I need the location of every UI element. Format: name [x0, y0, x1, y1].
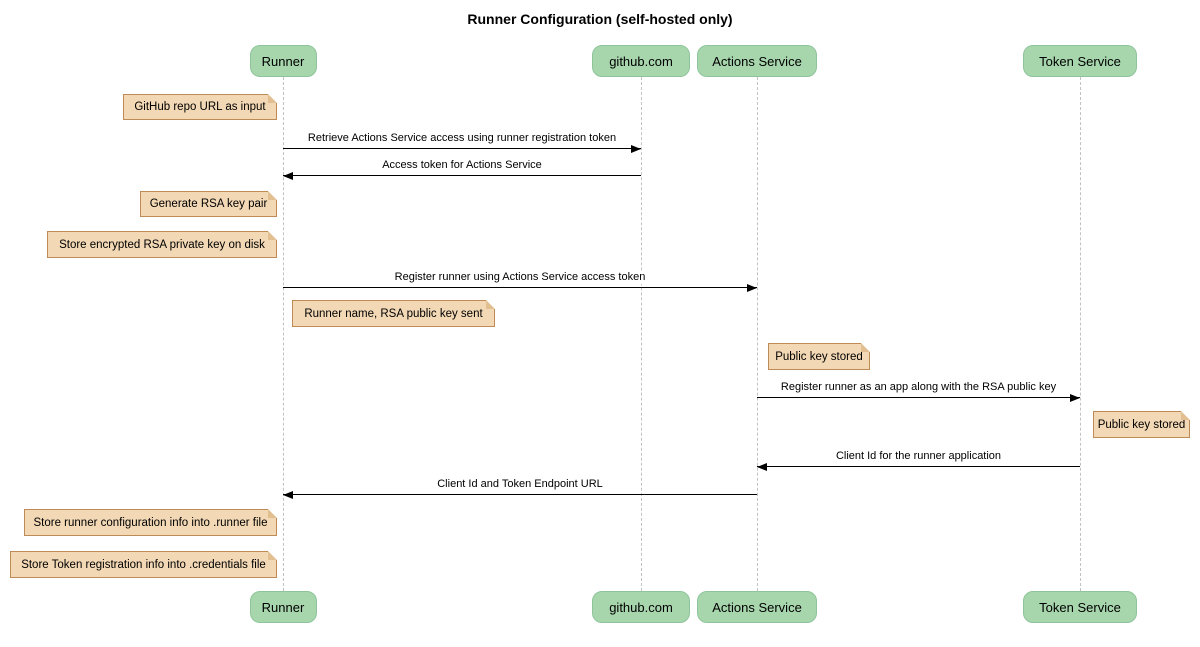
- msg-access-token-arrow: [283, 171, 641, 180]
- msg-client-id-label: Client Id for the runner application: [833, 450, 1004, 463]
- msg-retrieve-actions-access-arrow: [283, 144, 641, 153]
- participant-top-actions-service: Actions Service: [697, 45, 817, 77]
- note-runner-name-public-key-sent: Runner name, RSA public key sent: [292, 300, 495, 327]
- lifeline-actions-service: [757, 77, 758, 591]
- participant-top-token-service: Token Service: [1023, 45, 1137, 77]
- note-generate-rsa-key-pair: Generate RSA key pair: [140, 191, 277, 217]
- msg-client-id-token-endpoint-arrow: [283, 490, 757, 499]
- msg-register-runner-app-arrow: [757, 393, 1080, 402]
- participant-bottom-token-service: Token Service: [1023, 591, 1137, 623]
- participant-bottom-github-com: github.com: [592, 591, 690, 623]
- participant-top-github-com: github.com: [592, 45, 690, 77]
- lifeline-github-com: [641, 77, 642, 591]
- msg-register-runner-label: Register runner using Actions Service ac…: [392, 271, 648, 284]
- lifeline-token-service: [1080, 77, 1081, 591]
- note-public-key-stored-actions: Public key stored: [768, 343, 870, 370]
- participant-top-runner: Runner: [249, 45, 317, 77]
- msg-client-id-token-endpoint-label: Client Id and Token Endpoint URL: [435, 478, 605, 491]
- participant-bottom-runner: Runner: [249, 591, 317, 623]
- note-store-encrypted-key: Store encrypted RSA private key on disk: [47, 231, 277, 258]
- lifeline-runner: [283, 77, 284, 591]
- msg-access-token-label: Access token for Actions Service: [380, 159, 544, 172]
- participant-bottom-actions-service: Actions Service: [697, 591, 817, 623]
- msg-retrieve-actions-access-label: Retrieve Actions Service access using ru…: [305, 132, 619, 145]
- note-store-runner-config: Store runner configuration info into .ru…: [24, 509, 277, 536]
- msg-register-runner-arrow: [283, 283, 757, 292]
- note-public-key-stored-token: Public key stored: [1093, 411, 1190, 438]
- note-store-token-registration: Store Token registration info into .cred…: [10, 551, 277, 578]
- diagram-title: Runner Configuration (self-hosted only): [467, 11, 733, 27]
- msg-register-runner-app-label: Register runner as an app along with the…: [778, 381, 1059, 394]
- msg-client-id-arrow: [757, 462, 1080, 471]
- note-github-repo-url: GitHub repo URL as input: [123, 94, 277, 120]
